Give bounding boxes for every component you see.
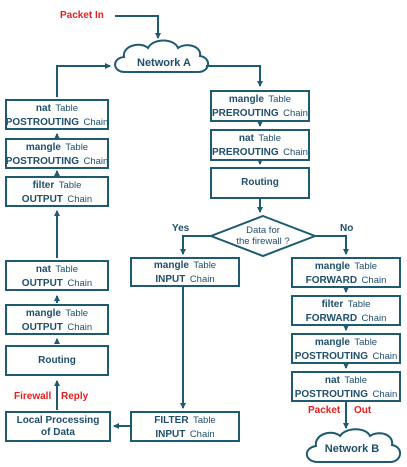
mangle-input-box: mangle Table INPUT Chain [130, 257, 240, 287]
decision-line-2: the firewall ? [236, 236, 290, 247]
filter-input-box: FILTER Table INPUT Chain [130, 411, 240, 442]
decision-label: Data for the firewall ? [223, 225, 303, 247]
routing-left-box: Routing [5, 345, 109, 376]
arrow-post-nat-to-net-a [56, 63, 111, 97]
mangle-postrouting-right-box: mangle Table POSTROUTING Chain [291, 333, 401, 364]
reply-label: Reply [61, 391, 89, 402]
network-a-cloud [114, 39, 209, 73]
decision-line-1: Data for [246, 225, 280, 236]
network-b-cloud [305, 428, 401, 463]
nat-postrouting-left-box: nat Table POSTROUTING Chain [5, 99, 109, 130]
no-label: No [340, 223, 354, 234]
local-processing-box: Local Processing of Data [5, 411, 111, 442]
network-a-label: Network A [137, 57, 191, 69]
yes-label: Yes [172, 223, 190, 234]
arrow-decision-no [315, 235, 349, 255]
mangle-forward-box: mangle Table FORWARD Chain [291, 257, 401, 288]
filter-output-box: filter Table OUTPUT Chain [5, 176, 109, 207]
firewall-label: Firewall [14, 391, 52, 402]
nat-postrouting-right-box: nat Table POSTROUTING Chain [291, 371, 401, 402]
arrow-net-a-to-prerouting [206, 65, 263, 87]
packet-in-label: Packet In [60, 10, 104, 21]
filter-forward-box: filter Table FORWARD Chain [291, 295, 401, 326]
decision-diamond [208, 214, 318, 258]
mangle-output-box: mangle Table OUTPUT Chain [5, 304, 109, 335]
arrow-packet-in [115, 15, 161, 39]
routing-top-box: Routing [210, 167, 310, 199]
arrow-decision-yes [180, 235, 211, 255]
network-b-label: Network B [324, 443, 380, 455]
nat-prerouting-box: nat Table PREROUTING Chain [210, 129, 310, 161]
mangle-postrouting-left-box: mangle Table POSTROUTING Chain [5, 138, 109, 169]
nat-output-box: nat Table OUTPUT Chain [5, 260, 109, 291]
packet-out-label-2: Out [354, 405, 372, 416]
packet-out-label-1: Packet [308, 405, 341, 416]
mangle-prerouting-box: mangle Table PREROUTING Chain [210, 90, 310, 122]
